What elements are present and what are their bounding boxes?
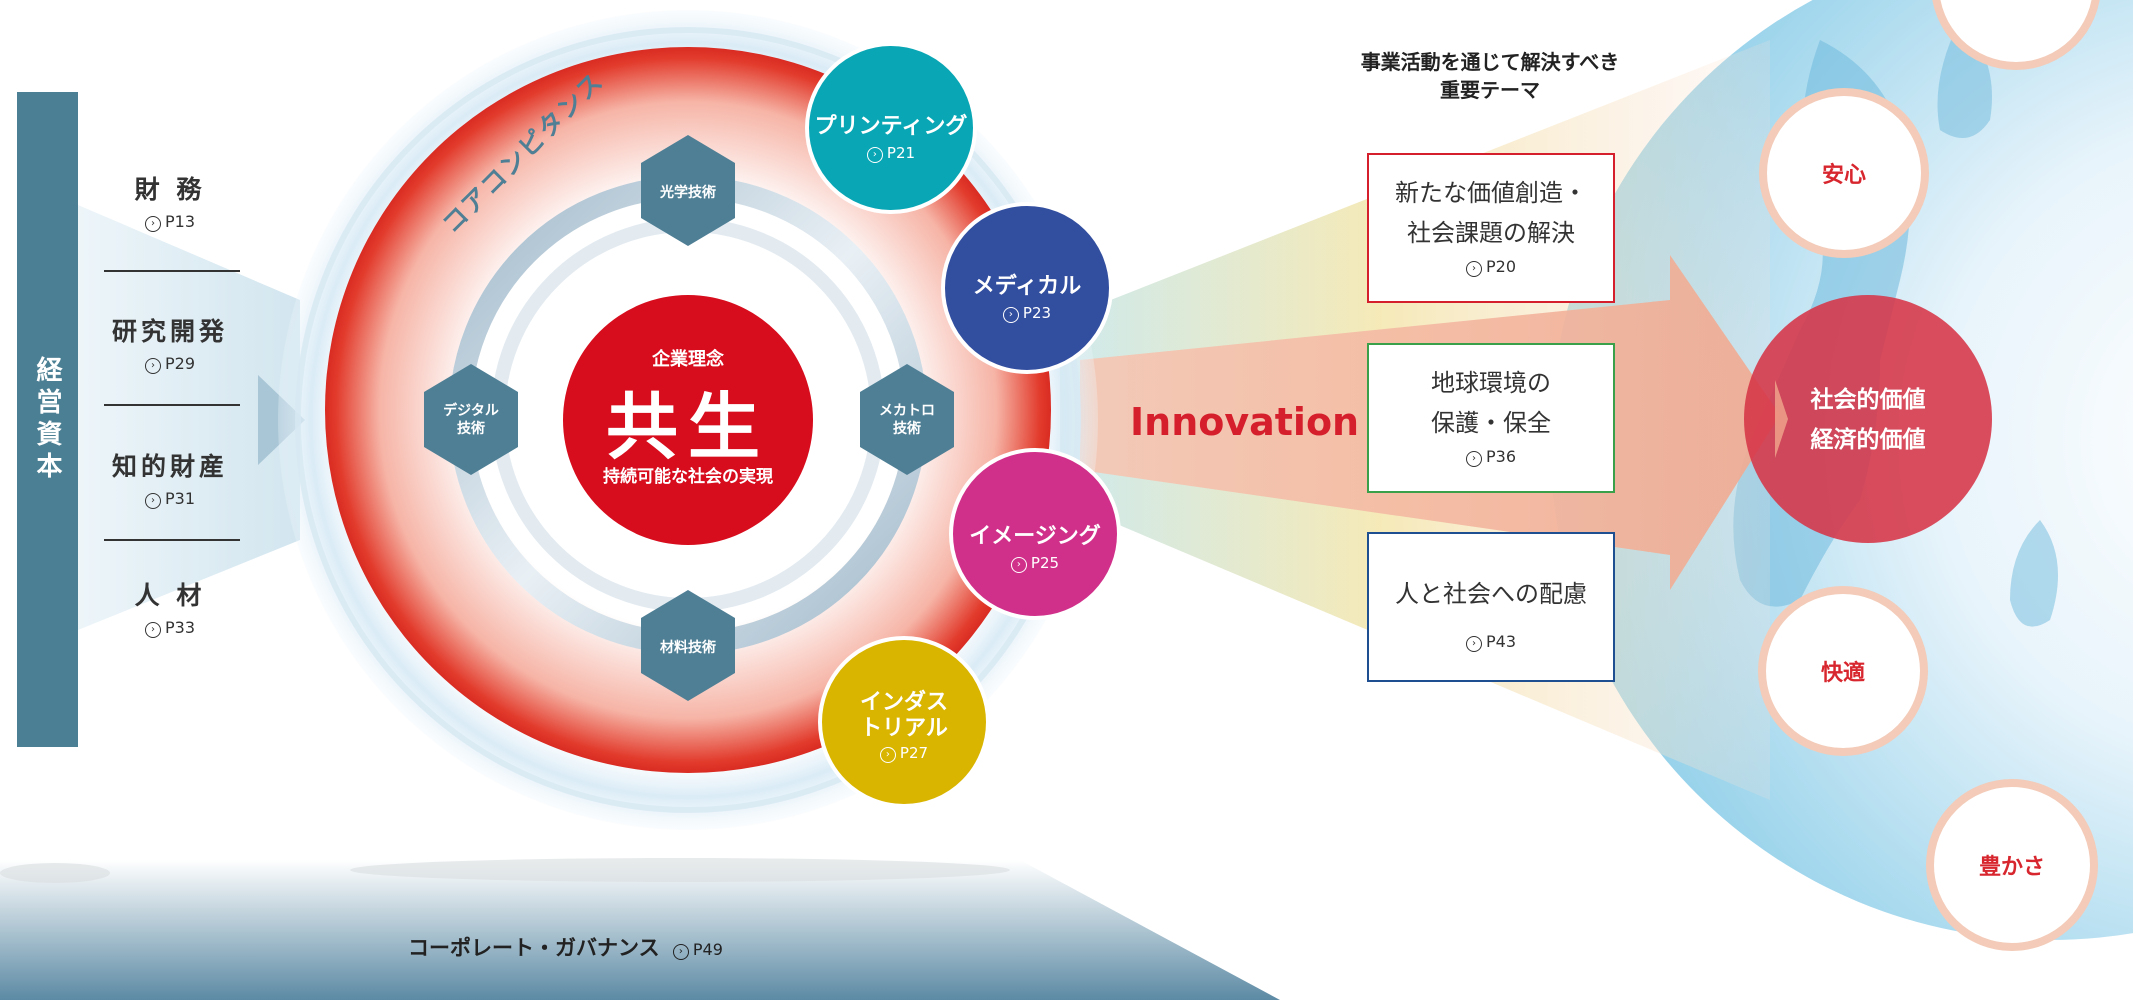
- value-main-label: 社会的価値 経済的価値: [1810, 387, 1926, 453]
- governance-label: コーポレート・ガバナンス: [408, 936, 660, 960]
- page-ref-icon: ›: [1465, 451, 1482, 467]
- hex-digital: [424, 364, 518, 475]
- page-ref-icon: ›: [866, 147, 883, 163]
- hex-mechatronics: [860, 364, 954, 475]
- page-ref-icon: ›: [1010, 557, 1027, 573]
- business-printing: [805, 42, 977, 214]
- page-ref-icon: ›: [144, 358, 161, 374]
- capital-item-ip: 知的財産 ›P31: [95, 447, 245, 509]
- hex-materials: [641, 590, 735, 701]
- page-ref[interactable]: ›P31: [95, 489, 245, 509]
- capital-divider: [104, 539, 240, 541]
- capital-bar: 経営資本: [17, 92, 78, 747]
- hex-optical: [641, 135, 735, 246]
- page-ref[interactable]: ›P20: [1369, 257, 1613, 277]
- capital-item-label: 知的財産: [111, 452, 228, 481]
- business-medical: [941, 202, 1113, 374]
- page-ref-icon: ›: [1465, 261, 1482, 277]
- page-ref[interactable]: ›P13: [95, 212, 245, 232]
- value-label: 快適: [1820, 661, 1865, 686]
- philosophy-circle: [563, 295, 813, 545]
- platform-shadow: [350, 858, 1010, 882]
- page-ref[interactable]: ›P29: [95, 354, 245, 374]
- capital-item-people: 人 材 ›P33: [95, 576, 245, 638]
- value-label: 豊かさ: [1978, 855, 2045, 880]
- business-industrial-text: インダス トリアル ›P27: [824, 690, 984, 763]
- page-ref-icon: ›: [144, 493, 161, 509]
- page-ref-icon: ›: [879, 747, 896, 763]
- page-ref[interactable]: ›P27: [824, 744, 984, 763]
- page-ref[interactable]: ›P21: [811, 144, 971, 163]
- page-ref-icon: ›: [144, 216, 161, 232]
- business-name: メディカル: [972, 274, 1082, 299]
- value-label: 安心: [1821, 163, 1866, 188]
- platform-shadow-left: [0, 863, 110, 883]
- business-imaging-text: イメージング ›P25: [955, 518, 1115, 573]
- tech-optical-label: 光学技術: [660, 185, 716, 201]
- halo-ring: [295, 27, 1081, 813]
- business-imaging: [949, 448, 1121, 620]
- page-ref[interactable]: ›P36: [1369, 447, 1613, 467]
- page-ref-icon: ›: [1465, 636, 1482, 652]
- business-printing-text: プリンティング ›P21: [811, 108, 971, 163]
- theme-value-creation: 新たな価値創造・ 社会課題の解決 ›P20: [1367, 153, 1615, 303]
- theme-label: 新たな価値創造・ 社会課題の解決: [1395, 179, 1587, 247]
- business-name: イメージング: [969, 524, 1101, 549]
- capital-item-label: 研究開発: [111, 317, 228, 346]
- business-name: インダス トリアル: [859, 690, 948, 741]
- value-main-circle: [1744, 295, 1992, 543]
- value-circle-anshin: 安心: [1759, 88, 1929, 258]
- tech-mechatronics-label: メカトロ 技術: [879, 403, 935, 437]
- capital-item-label: 人 材: [134, 581, 206, 610]
- page-ref-icon: ›: [144, 622, 161, 638]
- business-industrial: [818, 636, 990, 808]
- capital-item-label: 財 務: [134, 175, 206, 204]
- capital-item-finance: 財 務 ›P13: [95, 170, 245, 232]
- business-circles: [805, 42, 1121, 808]
- capital-divider: [104, 270, 240, 272]
- page-ref-icon: ›: [1002, 307, 1019, 323]
- tech-materials-label: 材料技術: [660, 640, 716, 656]
- philosophy-subtitle: 持続可能な社会の実現: [603, 467, 773, 487]
- page-ref[interactable]: ›P43: [1369, 632, 1613, 652]
- value-circle-kaiteki: 快適: [1758, 586, 1928, 756]
- philosophy-label: 企業理念: [652, 349, 724, 370]
- value-arrow-tip: [1775, 380, 1788, 458]
- capital-funnel: [78, 205, 300, 630]
- page-ref[interactable]: ›P25: [955, 554, 1115, 573]
- value-circle-yutakasa: 豊かさ: [1926, 779, 2098, 951]
- page-ref[interactable]: ›P23: [947, 304, 1107, 323]
- theme-environment: 地球環境の 保護・保全 ›P36: [1367, 343, 1615, 493]
- theme-people-society: 人と社会への配慮 ›P43: [1367, 532, 1615, 682]
- tech-digital-label: デジタル 技術: [443, 403, 499, 437]
- governance-platform: [0, 860, 1280, 1000]
- page-ref[interactable]: ›P49: [672, 940, 723, 960]
- themes-heading: 事業活動を通じて解決すべき 重要テーマ: [1360, 50, 1620, 102]
- philosophy-text: 共生: [605, 385, 770, 469]
- governance: コーポレート・ガバナンス ›P49: [408, 932, 723, 962]
- page-ref-icon: ›: [672, 944, 689, 960]
- business-medical-text: メディカル ›P23: [947, 268, 1107, 323]
- business-name: プリンティング: [814, 114, 968, 139]
- capital-divider: [104, 404, 240, 406]
- page-ref[interactable]: ›P33: [95, 618, 245, 638]
- capital-title: 経営資本: [32, 355, 62, 484]
- capital-item-rnd: 研究開発 ›P29: [95, 312, 245, 374]
- innovation-label: Innovation: [1130, 400, 1360, 444]
- theme-label: 人と社会への配慮: [1395, 580, 1587, 608]
- theme-label: 地球環境の 保護・保全: [1431, 369, 1551, 437]
- tech-hexagons: [424, 135, 954, 701]
